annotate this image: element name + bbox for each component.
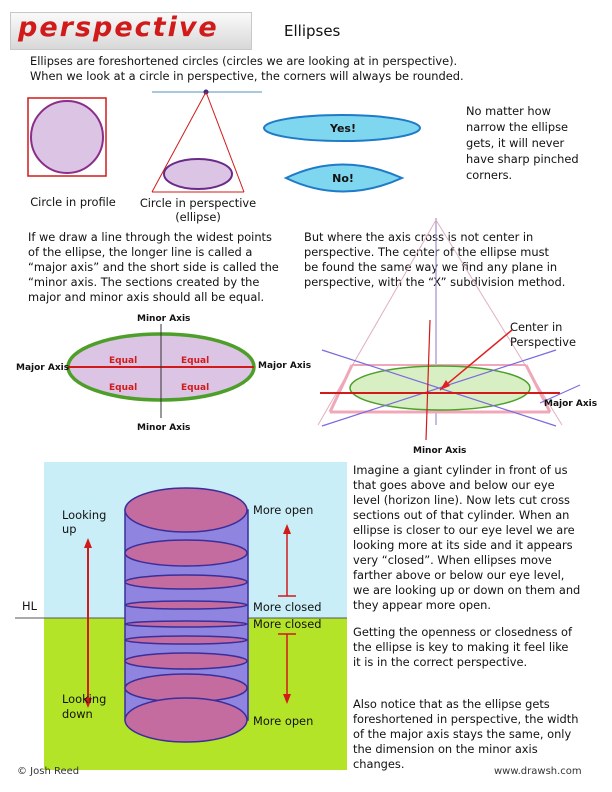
cylinder-text-8: farther above or below our eye level, [353, 568, 565, 582]
cylinder-text-1: Imagine a giant cylinder in front of us [353, 463, 568, 477]
cylinder-text-3: level (horizon line). Now lets cut cross [353, 493, 570, 507]
minor-axis-top: Minor Axis [137, 314, 191, 324]
center-minor-axis: Minor Axis [413, 446, 467, 456]
cylinder-illustration [15, 462, 347, 770]
more-closed-top: More closed [253, 600, 322, 614]
page-title: Ellipses [284, 22, 341, 40]
equal-label: Equal [181, 356, 210, 366]
axis-text-2: of the ellipse, the longer line is calle… [28, 245, 253, 259]
cylinder-text-7: very “closed”. When ellipses move [353, 553, 552, 567]
profile-square [27, 97, 107, 177]
yes-label: Yes! [330, 122, 356, 135]
width-text-5: changes. [353, 757, 405, 771]
perspective-caption-2: (ellipse) [175, 210, 221, 224]
intro-line-2: When we look at a circle in perspective,… [30, 69, 464, 83]
axis-text-4: “minor axis. The sections created by the [28, 275, 260, 289]
cylinder-text-10: they appear more open. [353, 598, 491, 612]
cylinder-text-9: we are looking up or down on them and [353, 583, 581, 597]
center-label-1: Center in [510, 320, 563, 334]
looking-up-label: Looking [62, 508, 107, 522]
more-open-bottom: More open [253, 714, 314, 728]
looking-down-label-2: down [62, 707, 93, 721]
axis-text-5: major and minor axis should all be equal… [28, 290, 265, 304]
openness-text-3: it is in the correct perspective. [353, 655, 528, 669]
profile-caption: Circle in profile [30, 195, 116, 209]
intro-line-1: Ellipses are foreshortened circles (circ… [30, 54, 458, 68]
axis-text-1: If we draw a line through the widest poi… [28, 230, 272, 244]
axis-diagram [66, 324, 256, 418]
copyright: © Josh Reed [17, 766, 80, 777]
no-label: No! [332, 172, 354, 185]
cylinder-text-2: that goes above and below our eye [353, 478, 555, 492]
openness-text-2: the ellipse is key to making it feel lik… [353, 640, 569, 654]
center-pointer [439, 329, 513, 391]
width-text-1: Also notice that as the ellipse gets [353, 697, 550, 711]
more-open-top: More open [253, 503, 314, 517]
more-closed-bottom: More closed [253, 617, 322, 631]
logo: perspective [18, 12, 219, 43]
minor-axis-bottom: Minor Axis [137, 423, 191, 433]
width-text-2: foreshortened in perspective, the width [353, 712, 579, 726]
site-link[interactable]: www.drawsh.com [494, 766, 582, 777]
profile-circle [30, 100, 104, 174]
openness-text-1: Getting the openness or closedness of [353, 625, 572, 639]
note-line-4: have sharp pinched [466, 152, 579, 166]
width-text-4: the dimension on the minor axis [353, 742, 538, 756]
major-axis-left: Major Axis [16, 363, 70, 373]
no-lens [283, 163, 405, 193]
equal-label: Equal [109, 356, 138, 366]
equal-label: Equal [109, 383, 138, 393]
note-line-3: gets, it will never [466, 136, 565, 150]
cylinder-text-5: ellipse is closer to our eye level we ar… [353, 523, 575, 537]
minor-axis-line [425, 319, 431, 441]
looking-down-label: Looking [62, 692, 107, 706]
yes-ellipse [263, 114, 421, 142]
top-figures [27, 89, 421, 193]
center-text-1: But where the axis cross is not center i… [304, 230, 534, 244]
center-label-2: Perspective [510, 335, 576, 349]
width-text-3: of the major axis stays the same, only [353, 727, 572, 741]
perspective-caption: Circle in perspective [139, 196, 257, 210]
note-line-5: corners. [466, 168, 513, 182]
center-major-axis: Major Axis [544, 399, 598, 409]
perspective-ellipse [163, 158, 233, 190]
axis-text-3: “major axis” and the short side is calle… [28, 260, 279, 274]
center-diagram [317, 218, 581, 441]
cylinder-text-6: looking more at its side and it appears [353, 538, 573, 552]
major-axis-right: Major Axis [258, 361, 312, 371]
note-line-2: narrow the ellipse [466, 120, 569, 134]
center-text-2: perspective. The center of the ellipse m… [304, 245, 549, 259]
looking-up-label-2: up [62, 522, 77, 536]
center-text-4: perspective, with the “X” subdivision me… [304, 275, 566, 289]
cylinder-text-4: sections out of that cylinder. When an [353, 508, 570, 522]
logo-banner [10, 12, 252, 50]
center-text-3: be found the same way we find any plane … [304, 260, 558, 274]
equal-label: Equal [181, 383, 210, 393]
note-line-1: No matter how [466, 104, 551, 118]
horizon-line-label: HL [22, 599, 37, 613]
